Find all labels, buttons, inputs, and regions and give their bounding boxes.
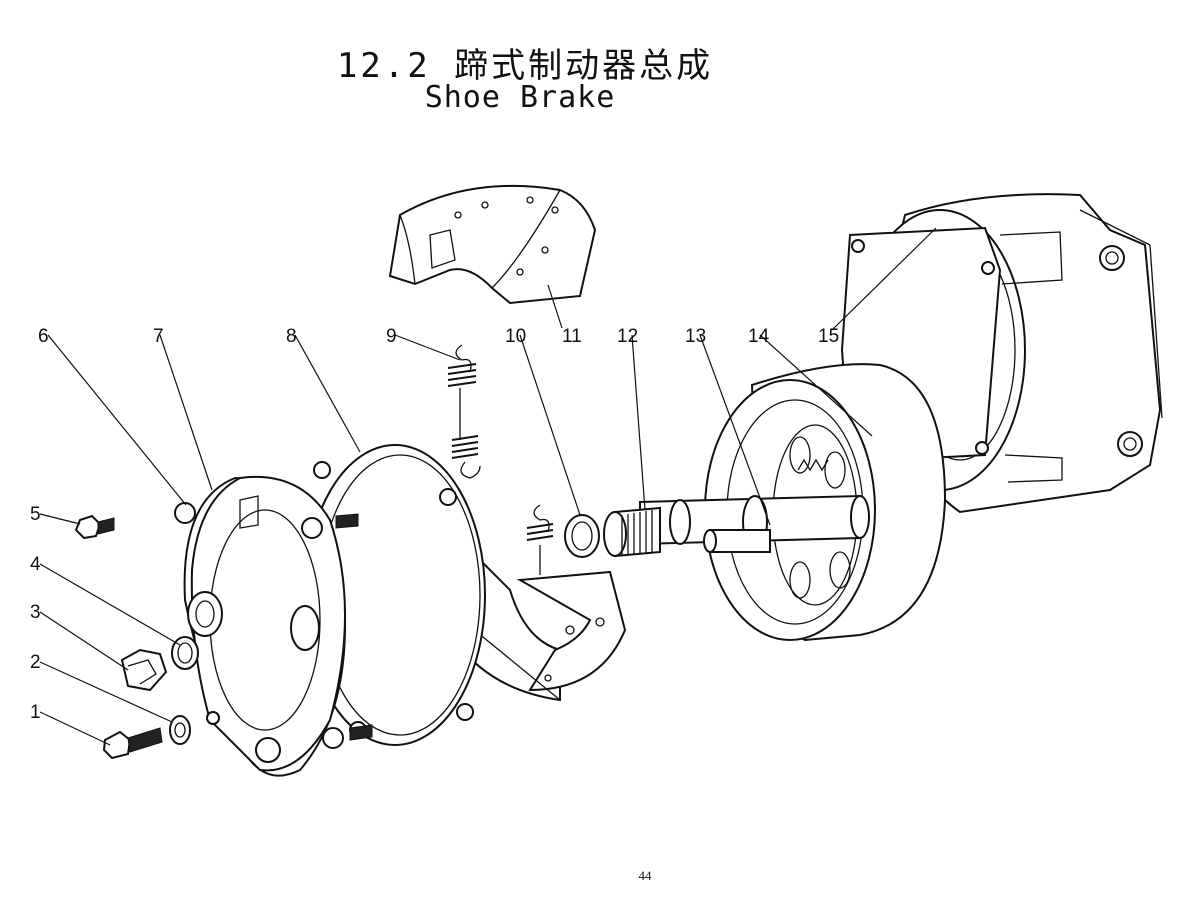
part-7-backing-plate	[174, 476, 373, 777]
callout-5: 5	[30, 504, 41, 525]
callout-13: 13	[685, 326, 706, 347]
part-1-bolt	[102, 727, 163, 760]
part-11-brake-shoe-upper	[388, 184, 597, 305]
page-title-chinese: 12.2 蹄式制动器总成	[336, 46, 714, 86]
part-9-springs	[447, 344, 554, 575]
callout-1: 1	[30, 702, 41, 723]
part-5-bolt	[74, 514, 115, 540]
callout-10: 10	[505, 326, 526, 347]
callout-14: 14	[748, 326, 770, 347]
callout-15: 15	[818, 326, 839, 347]
callout-7: 7	[153, 326, 164, 347]
part-12-13-shaft	[603, 494, 870, 558]
callout-3: 3	[30, 602, 41, 623]
callout-8: 8	[286, 326, 297, 347]
callout-11: 11	[562, 326, 582, 347]
callout-6: 6	[38, 326, 49, 347]
leader-lines	[39, 227, 937, 746]
callout-12: 12	[617, 326, 638, 347]
page-number: 44	[638, 868, 652, 883]
part-2-flat-washer	[169, 715, 191, 745]
callout-2: 2	[30, 652, 41, 673]
callout-labels: 1 2 3 4 5 6 7 8 9 10 11 12 13 14 15	[30, 326, 839, 723]
page-title-english: Shoe Brake	[424, 80, 616, 115]
part-10-washer	[564, 514, 600, 558]
part-4-spring-washer	[171, 636, 199, 670]
callout-4: 4	[30, 554, 41, 575]
part-3-hex-nut	[120, 648, 168, 692]
callout-9: 9	[386, 326, 397, 347]
